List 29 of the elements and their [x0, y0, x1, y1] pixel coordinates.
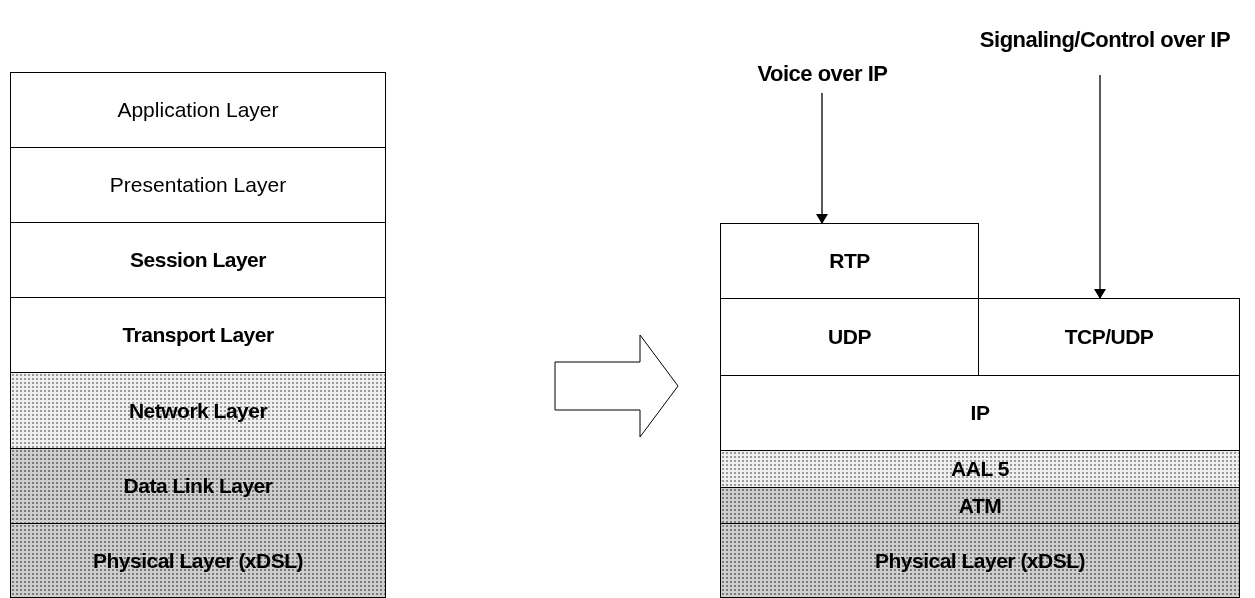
layer-label: Physical Layer (xDSL)	[874, 548, 1086, 573]
layer-label: IP	[970, 401, 990, 425]
layer-label: RTP	[829, 249, 870, 273]
layer-box	[10, 448, 386, 524]
layer-label: Transport Layer	[122, 323, 274, 347]
arrow	[816, 92, 828, 224]
layer-box	[10, 372, 386, 449]
layer-box	[720, 523, 1240, 598]
layer-label: Application Layer	[117, 98, 279, 122]
layer-label: Network Layer	[128, 398, 268, 423]
layer-label: Data Link Layer	[123, 474, 273, 498]
layer-box	[10, 147, 386, 223]
arrow	[1094, 74, 1106, 299]
protocol-label: Signaling/Control over IP	[955, 5, 1255, 75]
layer-label: TCP/UDP	[1064, 325, 1154, 349]
layer-label: AAL 5	[951, 457, 1009, 481]
layer-box	[10, 72, 386, 148]
layer-box	[720, 487, 1240, 524]
layer-box	[10, 222, 386, 298]
layer-box	[10, 523, 386, 598]
layer-label: UDP	[828, 325, 871, 349]
layer-label: Physical Layer (xDSL)	[92, 548, 304, 573]
protocol-label: Voice over IP	[725, 55, 920, 93]
layer-box	[720, 450, 1240, 488]
layer-label: ATM	[958, 493, 1002, 518]
layer-label: Presentation Layer	[109, 173, 287, 197]
layer-box	[978, 298, 1240, 376]
layer-box	[720, 223, 979, 299]
layer-label: Session Layer	[130, 248, 266, 272]
